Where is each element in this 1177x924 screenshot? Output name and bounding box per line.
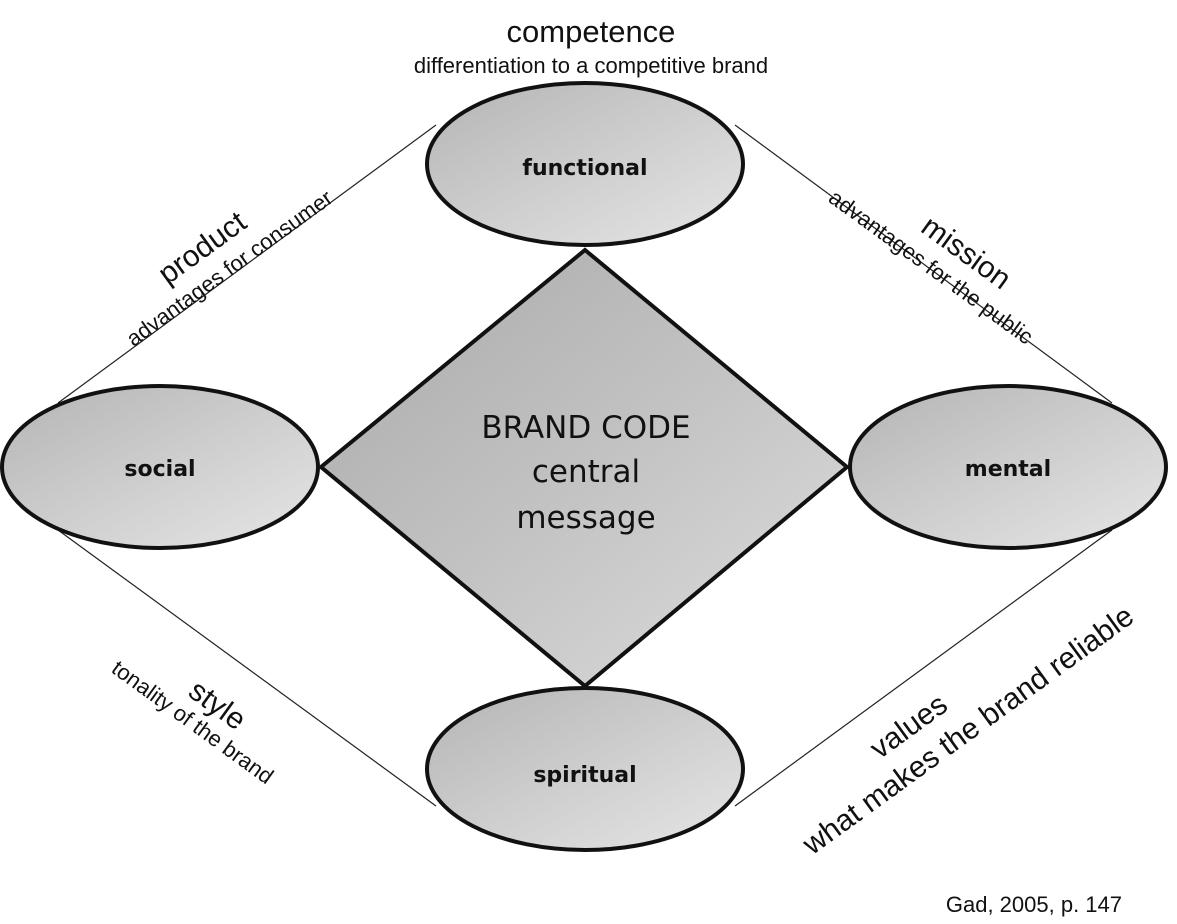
- node-mental: mental: [848, 384, 1168, 550]
- style-subtitle: tonality of the brand: [107, 655, 278, 789]
- line-social-functional: [57, 124, 437, 404]
- edge-product-label: product advantages for consumer: [122, 185, 338, 351]
- center-line-2: central: [532, 454, 640, 490]
- line-social-spiritual: [57, 529, 437, 807]
- spiritual-ellipse: [425, 686, 745, 852]
- competence-subtitle: differentiation to a competitive brand: [414, 53, 768, 78]
- center-line-1: BRAND CODE: [481, 410, 690, 446]
- competence-heading: competence differentiation to a competit…: [414, 14, 768, 78]
- mental-label: mental: [965, 457, 1051, 482]
- node-functional: functional: [425, 81, 745, 247]
- functional-ellipse: [425, 81, 745, 247]
- line-mental-spiritual: [734, 529, 1113, 807]
- connector-lines: [57, 124, 1113, 807]
- competence-title: competence: [507, 14, 676, 49]
- citation: Gad, 2005, p. 147: [946, 892, 1122, 917]
- functional-label: functional: [522, 156, 647, 181]
- spiritual-label: spiritual: [533, 763, 636, 788]
- values-subtitle: what makes the brand reliable: [796, 599, 1140, 862]
- center-line-3: message: [516, 500, 655, 536]
- edge-style-label: style tonality of the brand: [107, 655, 278, 789]
- social-ellipse: [0, 384, 320, 550]
- edge-mission-label: mission advantages for the public: [824, 185, 1038, 350]
- node-social: social: [0, 384, 320, 550]
- mental-ellipse: [848, 384, 1168, 550]
- center-message: BRAND CODE central message: [481, 410, 690, 536]
- node-spiritual: spiritual: [425, 686, 745, 852]
- edge-values-label: values what makes the brand reliable: [796, 599, 1140, 862]
- social-label: social: [124, 457, 195, 482]
- line-functional-mental: [734, 124, 1113, 404]
